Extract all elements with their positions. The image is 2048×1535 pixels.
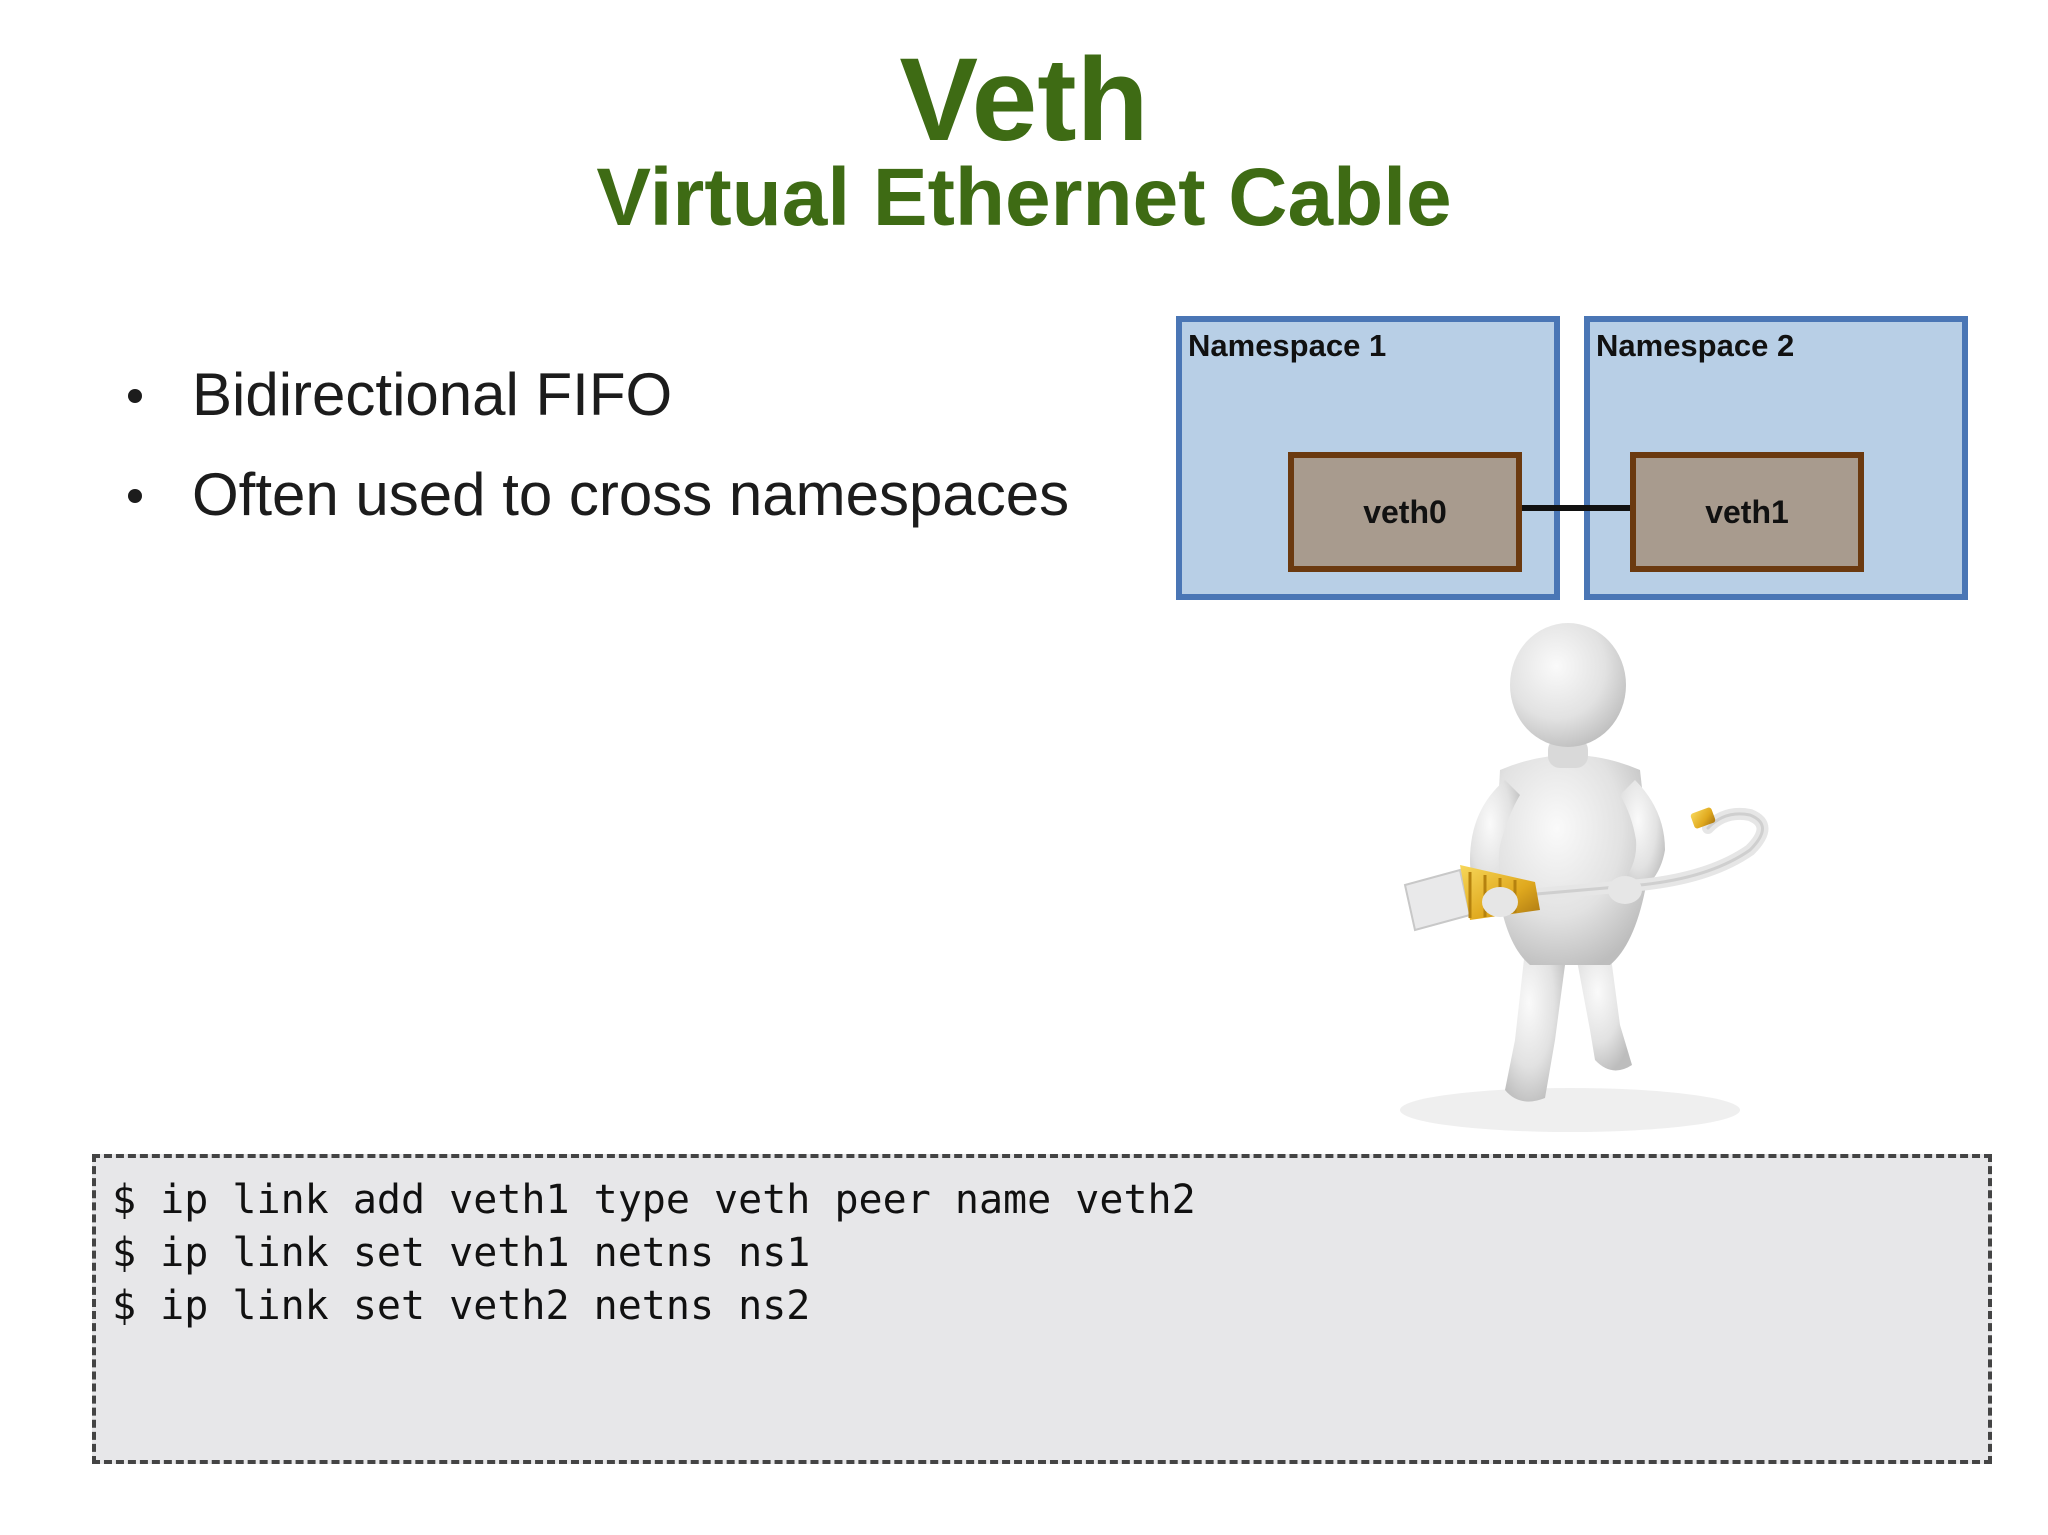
slide-title: Veth bbox=[899, 34, 1149, 166]
veth1-label: veth1 bbox=[1705, 493, 1789, 530]
bullet-list: Bidirectional FIFO Often used to cross n… bbox=[120, 345, 1120, 545]
code-line-1: $ ip link add veth1 type veth peer name … bbox=[112, 1177, 1196, 1223]
namespace-2-label: Namespace 2 bbox=[1596, 328, 1795, 363]
command-code-block: $ ip link add veth1 type veth peer name … bbox=[92, 1154, 1992, 1464]
veth1-interface-box: veth1 bbox=[1630, 452, 1864, 572]
bullet-text: Often used to cross namespaces bbox=[192, 461, 1070, 528]
veth0-label: veth0 bbox=[1363, 493, 1447, 530]
namespace-1-label: Namespace 1 bbox=[1188, 328, 1387, 363]
bullet-text: Bidirectional FIFO bbox=[192, 361, 673, 428]
veth-link-line bbox=[1516, 505, 1632, 511]
person-holding-ethernet-cable-icon bbox=[1400, 623, 1769, 1132]
bullet-item: Bidirectional FIFO bbox=[120, 345, 1120, 445]
bullet-item: Often used to cross namespaces bbox=[120, 445, 1120, 545]
bullet-dot-icon bbox=[128, 489, 142, 503]
veth0-interface-box: veth0 bbox=[1288, 452, 1522, 572]
slide-subtitle: Virtual Ethernet Cable bbox=[596, 152, 1452, 243]
code-line-2: $ ip link set veth1 netns ns1 bbox=[112, 1230, 811, 1276]
code-line-3: $ ip link set veth2 netns ns2 bbox=[112, 1283, 811, 1329]
bullet-dot-icon bbox=[128, 389, 142, 403]
